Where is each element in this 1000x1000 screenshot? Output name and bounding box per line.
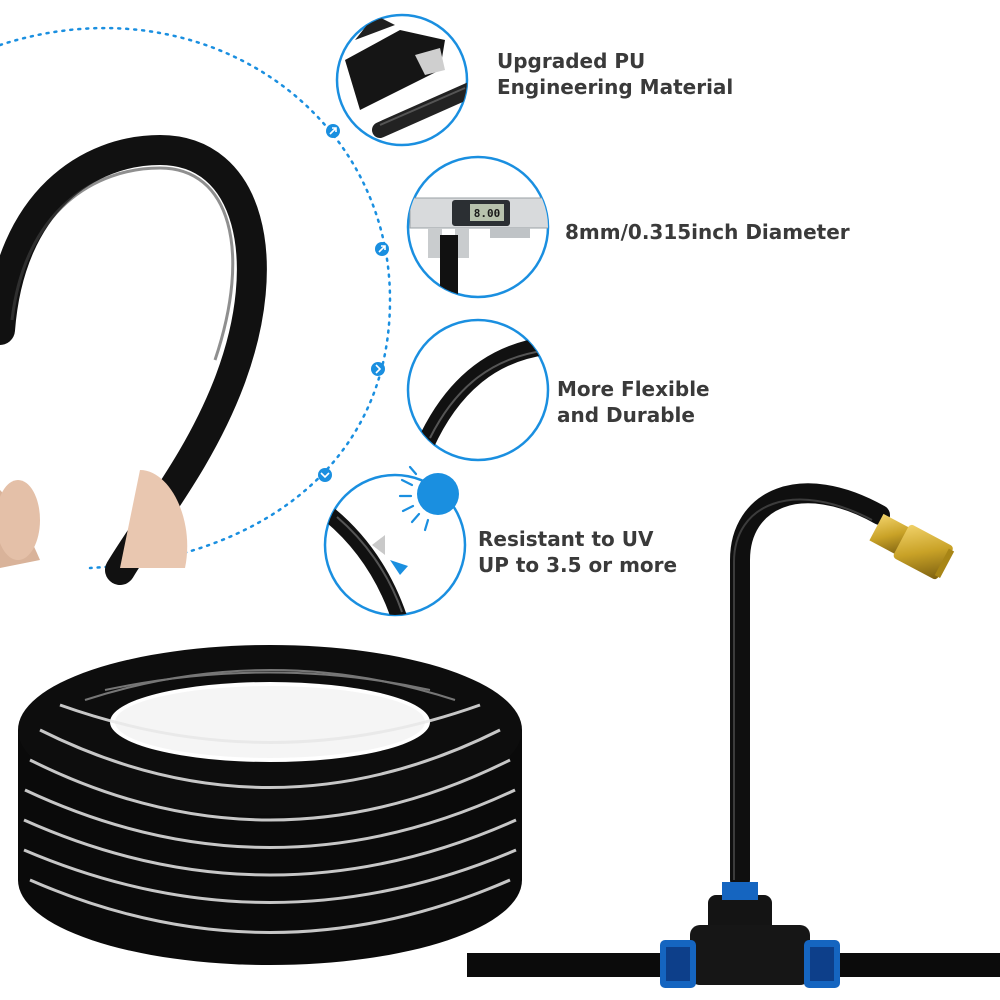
caliper-icon: 8.00 xyxy=(406,155,550,299)
feature-label-diameter: 8mm/0.315inch Diameter xyxy=(565,220,850,244)
arc-arrow-icon xyxy=(318,468,332,482)
arc-arrow-icon xyxy=(326,124,340,138)
caliper-readout: 8.00 xyxy=(474,207,501,220)
feature-label-flexible: More Flexible and Durable xyxy=(557,377,710,427)
arc-arrow-icon xyxy=(375,242,389,256)
sun-uv-icon xyxy=(323,465,467,617)
tee-fitting-image xyxy=(467,483,1000,988)
arc-arrow-icon xyxy=(371,362,385,376)
cutter-icon xyxy=(335,13,469,147)
feature-label-uv: Resistant to UV UP to 3.5 or more xyxy=(478,527,678,577)
flexible-hose-icon xyxy=(406,318,550,462)
hose-loop-image xyxy=(0,134,267,585)
feature-label-material: Upgraded PU Engineering Material xyxy=(497,49,734,99)
dotted-arc xyxy=(0,26,392,570)
coiled-hose-image xyxy=(18,645,522,965)
